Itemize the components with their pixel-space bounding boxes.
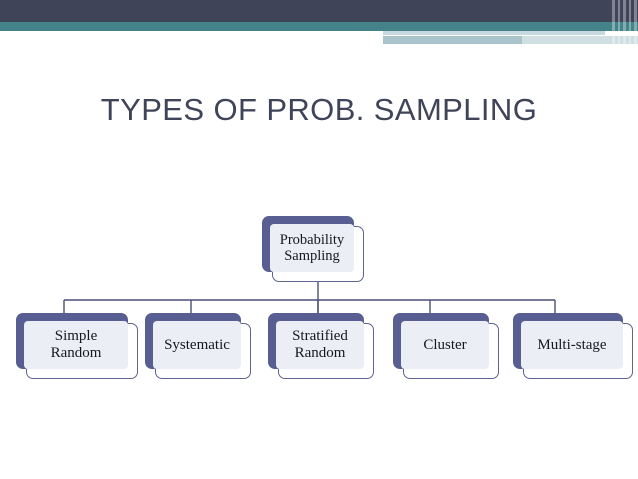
node-inner-fill	[276, 321, 364, 369]
tree-node-systematic[interactable]: Systematic	[145, 313, 251, 379]
node-face-plate: Stratified Random	[276, 321, 374, 379]
tree-node-multi-stage[interactable]: Multi-stage	[513, 313, 633, 379]
banner-light-bar	[383, 36, 522, 44]
node-inner-fill	[153, 321, 241, 369]
banner-pale-bar	[383, 31, 605, 35]
banner-stripe-4	[629, 0, 631, 56]
banner-stripe-5	[634, 0, 637, 56]
node-inner-fill	[401, 321, 489, 369]
node-label-systematic: Systematic	[164, 336, 230, 353]
tree-node-cluster[interactable]: Cluster	[393, 313, 499, 379]
banner-stripe-2	[618, 0, 620, 56]
tree-node-simple-random[interactable]: Simple Random	[16, 313, 138, 379]
node-face-plate: Systematic	[153, 321, 251, 379]
banner-dark-bar	[0, 0, 638, 22]
node-face-plate: Cluster	[401, 321, 499, 379]
node-label-simple-random: Simple Random	[50, 328, 102, 361]
node-inner-fill	[521, 321, 623, 369]
node-label-probability-sampling: Probability Sampling	[279, 231, 345, 264]
page-title: TYPES OF PROB. SAMPLING	[100, 92, 538, 127]
node-label-multi-stage: Multi-stage	[537, 336, 607, 353]
node-face-plate: Simple Random	[24, 321, 138, 379]
tree-node-stratified-random[interactable]: Stratified Random	[268, 313, 374, 379]
decorative-header-banner	[0, 0, 638, 56]
banner-white-gap	[0, 31, 383, 33]
banner-stripe-3	[623, 0, 626, 56]
banner-light-bar-faded	[522, 36, 638, 44]
node-face-plate: Probability Sampling	[270, 224, 364, 282]
node-label-stratified-random: Stratified Random	[292, 328, 348, 361]
node-face-plate: Multi-stage	[521, 321, 633, 379]
banner-teal-bar	[0, 22, 638, 31]
banner-stripe-1	[612, 0, 615, 56]
tree-node-probability-sampling[interactable]: Probability Sampling	[262, 216, 364, 282]
node-inner-fill	[270, 224, 354, 272]
node-label-cluster: Cluster	[423, 336, 467, 353]
node-inner-fill	[24, 321, 128, 369]
